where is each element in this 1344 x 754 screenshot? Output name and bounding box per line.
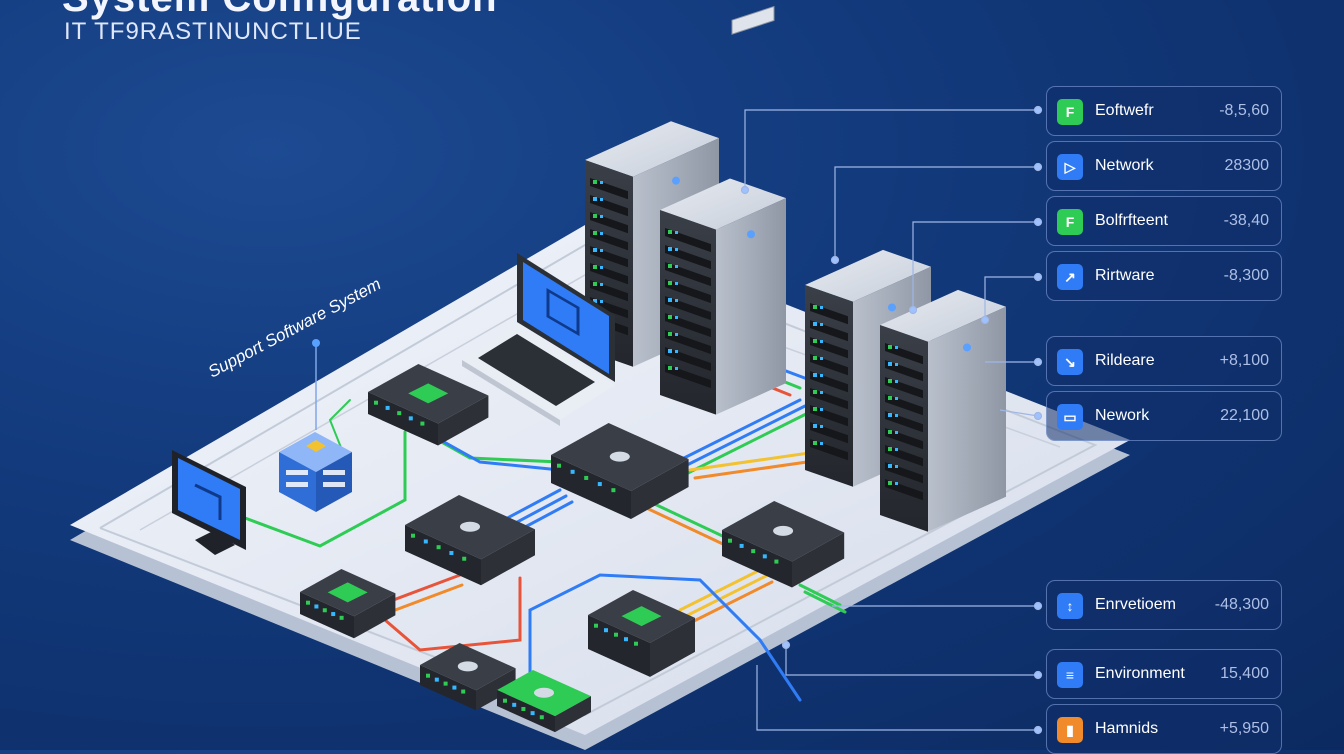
callout-dot (781, 640, 791, 650)
panel-value: -8,300 (1223, 267, 1269, 284)
callout-leader-line (744, 109, 1038, 190)
panel-label: Nework (1095, 407, 1150, 424)
network-switch (368, 364, 489, 446)
panel-value: -8,5,60 (1219, 102, 1269, 119)
panel-value: +8,100 (1219, 352, 1269, 369)
panel-label: Rirtware (1095, 267, 1155, 284)
legend-panel: ↗ Rirtware -8,300 (1046, 251, 1282, 301)
network-switch (588, 590, 695, 677)
rack-label-plate (731, 5, 775, 35)
panel-value: 15,400 (1220, 665, 1269, 682)
panel-label: Network (1095, 157, 1154, 174)
network-switch (300, 569, 396, 639)
panel-category-icon: ↗ (1057, 264, 1083, 290)
callout-leader-line (785, 645, 1038, 676)
callout-dot (1033, 670, 1043, 680)
network-switch (405, 495, 535, 586)
network-devices (300, 364, 845, 733)
panel-category-icon: ▮ (1057, 717, 1083, 743)
panel-category-icon: ▷ (1057, 154, 1083, 180)
panel-label: Environment (1095, 665, 1185, 682)
callout-dot (1033, 357, 1043, 367)
panel-category-icon: F (1057, 209, 1083, 235)
legend-panel: ↘ Rildeare +8,100 (1046, 336, 1282, 386)
panel-label: Eoftwefr (1095, 102, 1154, 119)
callout-leader-line (834, 166, 1038, 260)
server-racks (585, 5, 1006, 532)
panel-value: -48,300 (1214, 596, 1269, 613)
network-switch (551, 423, 689, 519)
desktop-monitor (172, 450, 246, 555)
software-cube (279, 339, 352, 512)
panel-label: Rildeare (1095, 352, 1155, 369)
callout-dot (740, 185, 750, 195)
panel-value: +5,950 (1219, 720, 1269, 737)
network-switch (420, 643, 516, 711)
callout-dot (1033, 162, 1043, 172)
callout-dot (830, 255, 840, 265)
laptop (462, 253, 615, 426)
panel-category-icon: F (1057, 99, 1083, 125)
callout-dot (1033, 272, 1043, 282)
legend-panel: F Eoftwefr -8,5,60 (1046, 86, 1282, 136)
panel-category-icon: ↕ (1057, 593, 1083, 619)
callout-dot (1033, 105, 1043, 115)
legend-panel: ▮ Hamnids +5,950 (1046, 704, 1282, 754)
callout-leaders (740, 105, 1043, 735)
callout-dot (1033, 411, 1043, 421)
panel-value: 22,100 (1220, 407, 1269, 424)
legend-panel: F Bolfrfteent -38,40 (1046, 196, 1282, 246)
panel-category-icon: ▭ (1057, 404, 1083, 430)
callout-leader-line (999, 409, 1039, 417)
callout-dot (1033, 601, 1043, 611)
callout-dot (1033, 725, 1043, 735)
server-rack (660, 178, 786, 415)
panel-label: Hamnids (1095, 720, 1159, 737)
panel-label: Bolfrfteent (1095, 212, 1168, 229)
legend-panel: ↕ Enrvetioem -48,300 (1046, 580, 1282, 630)
legend-panel: ≡ Environment 15,400 (1046, 649, 1282, 699)
callout-leader-line (756, 665, 1038, 731)
panel-label: Enrvetioem (1095, 596, 1176, 613)
callout-leader-line (912, 221, 1038, 310)
panel-value: 28300 (1224, 157, 1270, 174)
page-title: System Configuration (62, 0, 498, 21)
server-rack (880, 289, 1006, 532)
legend-panel: ▷ Network 28300 (1046, 141, 1282, 191)
callout-dot (908, 305, 918, 315)
callout-dot (980, 315, 990, 325)
network-switch (722, 501, 845, 588)
legend-panel: ▭ Nework 22,100 (1046, 391, 1282, 441)
callout-leader-line (984, 276, 1038, 320)
panel-category-icon: ↘ (1057, 349, 1083, 375)
network-switch (497, 670, 591, 733)
page-subtitle: IT TF9RASTINUNCTLIUE (64, 18, 362, 45)
panel-value: -38,40 (1223, 212, 1269, 229)
callout-dot (1033, 217, 1043, 227)
panel-category-icon: ≡ (1057, 662, 1083, 688)
